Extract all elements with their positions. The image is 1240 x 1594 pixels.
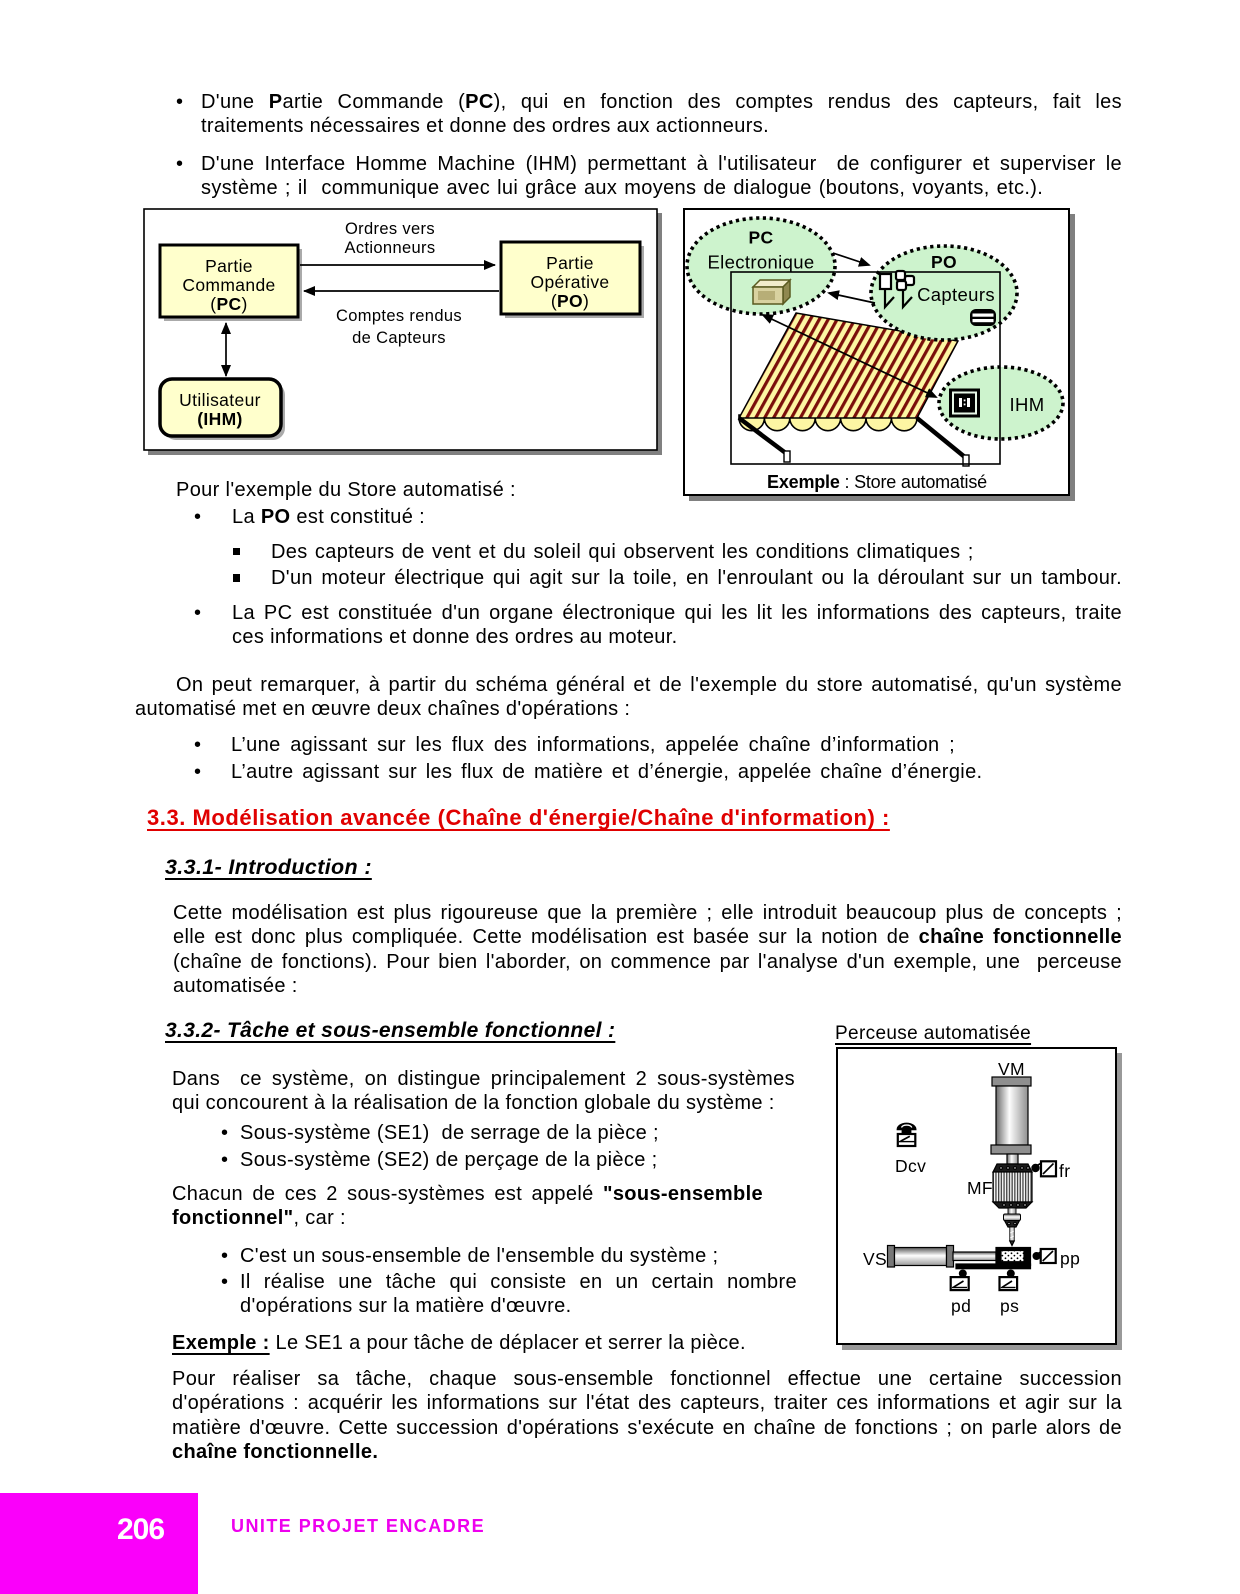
svg-text:Comptes rendus: Comptes rendus <box>336 307 462 325</box>
svg-text:de Capteurs: de Capteurs <box>352 329 446 347</box>
svg-text:fr: fr <box>1059 1161 1070 1181</box>
svg-text:Dcv: Dcv <box>895 1156 926 1176</box>
svg-text:IHM: IHM <box>1010 394 1045 415</box>
svg-text:MF: MF <box>967 1178 993 1198</box>
svg-text:VS: VS <box>863 1249 887 1269</box>
svg-text:pp: pp <box>1060 1249 1080 1269</box>
svg-text:PC: PC <box>748 228 773 248</box>
svg-text:Actionneurs: Actionneurs <box>345 239 436 257</box>
svg-text:(PO): (PO) <box>551 291 589 311</box>
svg-text:Electronique: Electronique <box>707 252 814 273</box>
svg-text:(PC): (PC) <box>210 294 247 314</box>
svg-text:Ordres vers: Ordres vers <box>345 220 435 238</box>
svg-text:(IHM): (IHM) <box>197 409 242 429</box>
svg-text:ps: ps <box>1000 1296 1019 1316</box>
svg-text:Capteurs: Capteurs <box>917 284 995 305</box>
svg-text:Exemple : Store automatisé: Exemple : Store automatisé <box>767 472 987 492</box>
svg-text:pd: pd <box>951 1296 971 1316</box>
svg-text:Commande: Commande <box>182 275 275 295</box>
svg-text:Opérative: Opérative <box>530 272 609 292</box>
svg-text:Partie: Partie <box>546 253 594 273</box>
svg-text:Partie: Partie <box>205 256 253 276</box>
svg-text:Utilisateur: Utilisateur <box>179 390 261 410</box>
svg-text:PO: PO <box>931 252 957 272</box>
svg-text:VM: VM <box>998 1059 1025 1079</box>
